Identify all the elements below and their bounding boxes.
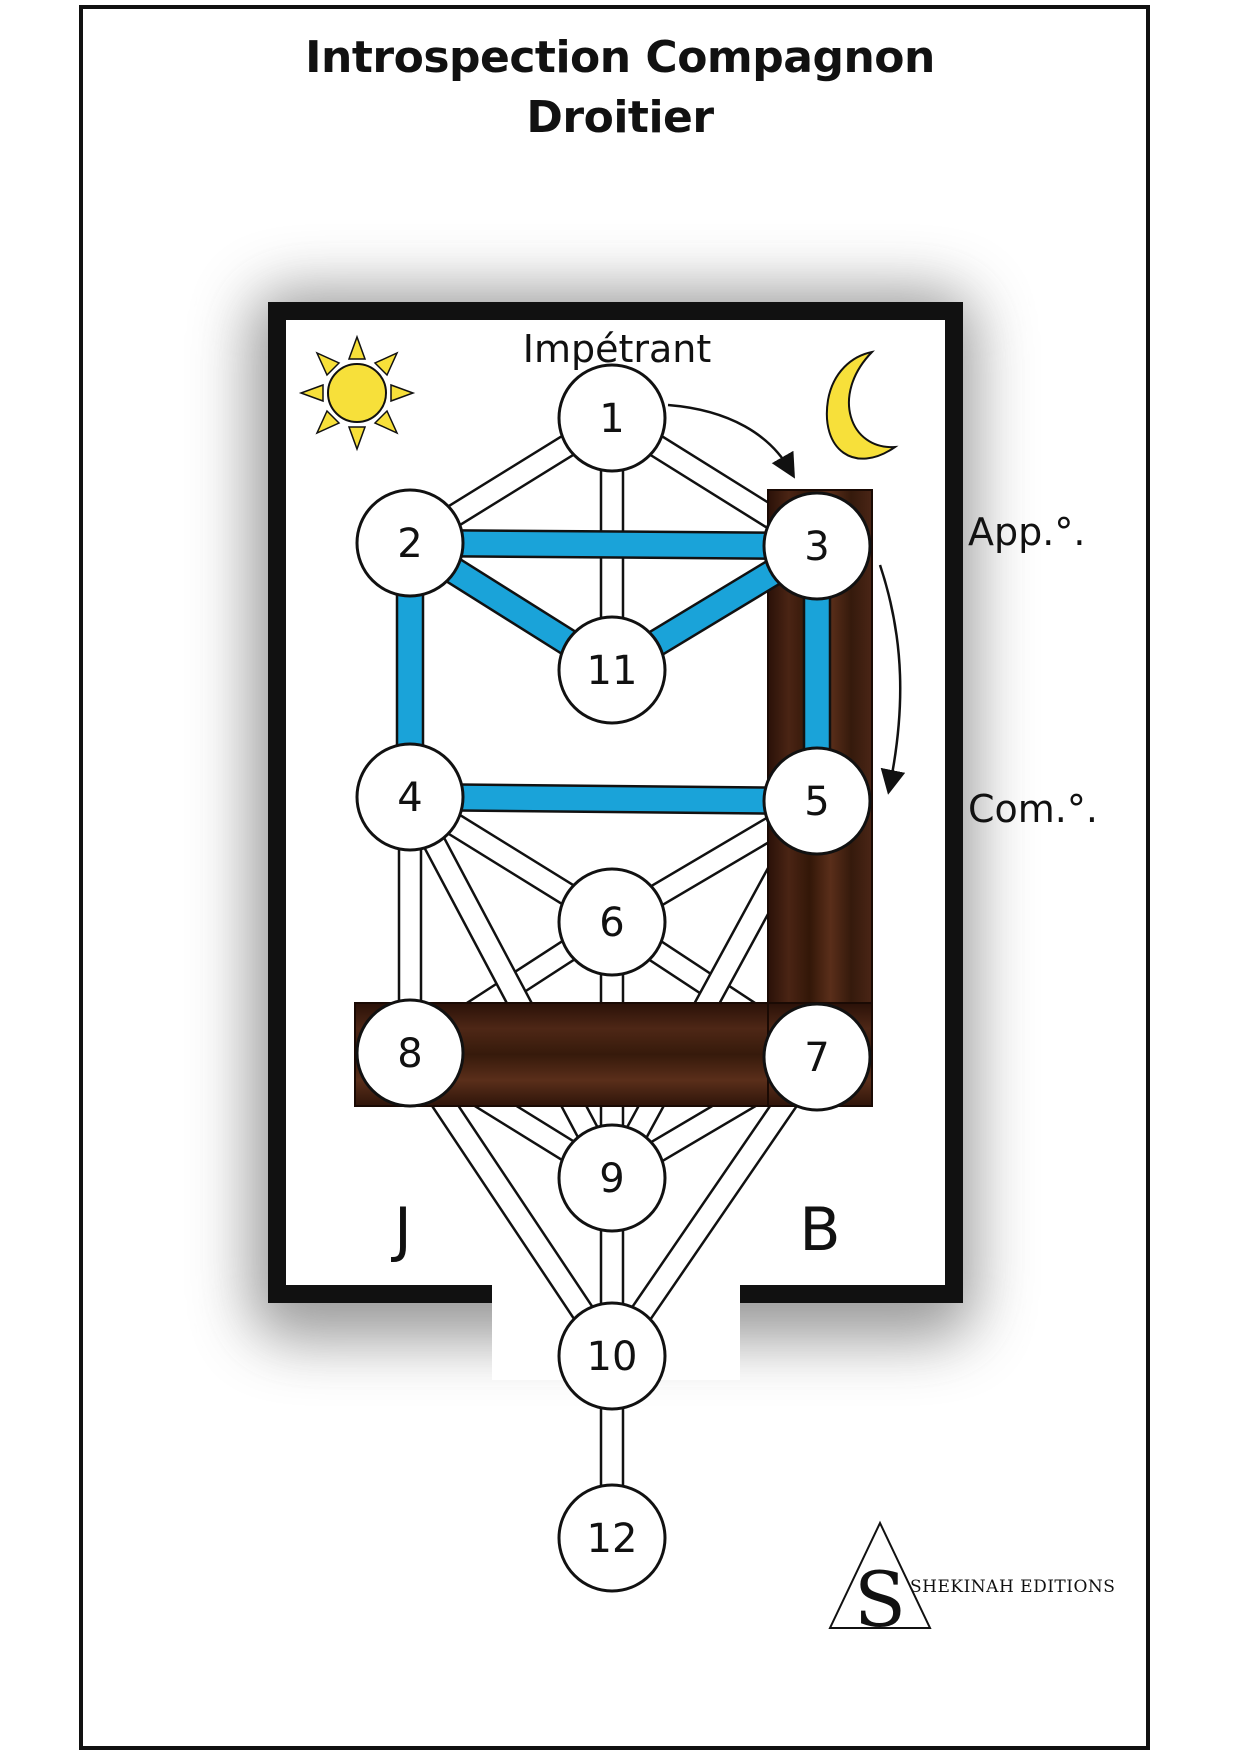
node-circle-3 (762, 491, 872, 601)
arrow-1-to-3 (667, 403, 795, 479)
label-impetrant: Impétrant (523, 327, 712, 371)
node-label-2: 2 (397, 521, 422, 567)
node-8: 8 (355, 998, 465, 1108)
node-circle-7 (762, 1002, 872, 1112)
node-label-10: 10 (587, 1334, 638, 1380)
node-label-9: 9 (599, 1156, 624, 1202)
node-circle-1 (557, 363, 667, 473)
node-label-11: 11 (587, 648, 638, 694)
node-label-6: 6 (599, 900, 624, 946)
node-label-12: 12 (587, 1516, 638, 1562)
node-7: 7 (762, 1002, 872, 1112)
page-title-line1: Introspection Compagnon (305, 32, 935, 83)
moon-icon (825, 350, 899, 460)
node-circle-11 (557, 615, 667, 725)
node-4: 4 (355, 742, 465, 852)
node-circle-9 (557, 1123, 667, 1233)
node-label-7: 7 (804, 1035, 829, 1081)
node-label-3: 3 (804, 524, 829, 570)
node-6: 6 (557, 867, 667, 977)
node-3: 3 (762, 491, 872, 601)
logo-triangle (828, 1520, 932, 1629)
publisher-logo: S SHEKINAH EDITIONS (828, 1520, 1115, 1644)
node-12: 12 (557, 1483, 667, 1593)
highlight-path-4-5 (408, 782, 819, 816)
node-9: 9 (557, 1123, 667, 1233)
lodge-frame (268, 302, 963, 1303)
sun-icon (298, 334, 416, 452)
node-label-1: 1 (599, 396, 624, 442)
logo-letter: S (854, 1555, 906, 1644)
node-11: 11 (557, 615, 667, 725)
node-circle-8 (355, 998, 465, 1108)
logo-text: SHEKINAH EDITIONS (910, 1577, 1115, 1597)
progress-arrows (667, 403, 906, 795)
pillar-b: B (799, 1195, 840, 1265)
node-5: 5 (762, 746, 872, 856)
arrow-3-to-5 (878, 564, 906, 795)
node-circle-12 (557, 1483, 667, 1593)
page-title-line2: Droitier (526, 92, 714, 143)
node-circle-10 (557, 1301, 667, 1411)
node-circle-5 (762, 746, 872, 856)
label-companion: Com.°. (968, 787, 1098, 831)
pillar-j: J (390, 1195, 412, 1265)
node-circle-2 (355, 488, 465, 598)
page-border (79, 5, 1150, 1750)
node-1: 1 (557, 363, 667, 473)
node-circle-4 (355, 742, 465, 852)
node-label-8: 8 (397, 1031, 422, 1077)
node-circle-6 (557, 867, 667, 977)
highlight-path-2-3 (408, 528, 819, 561)
node-2: 2 (355, 488, 465, 598)
node-label-5: 5 (804, 779, 829, 825)
node-10: 10 (557, 1301, 667, 1411)
label-apprentice: App.°. (968, 510, 1085, 554)
node-label-4: 4 (397, 775, 422, 821)
